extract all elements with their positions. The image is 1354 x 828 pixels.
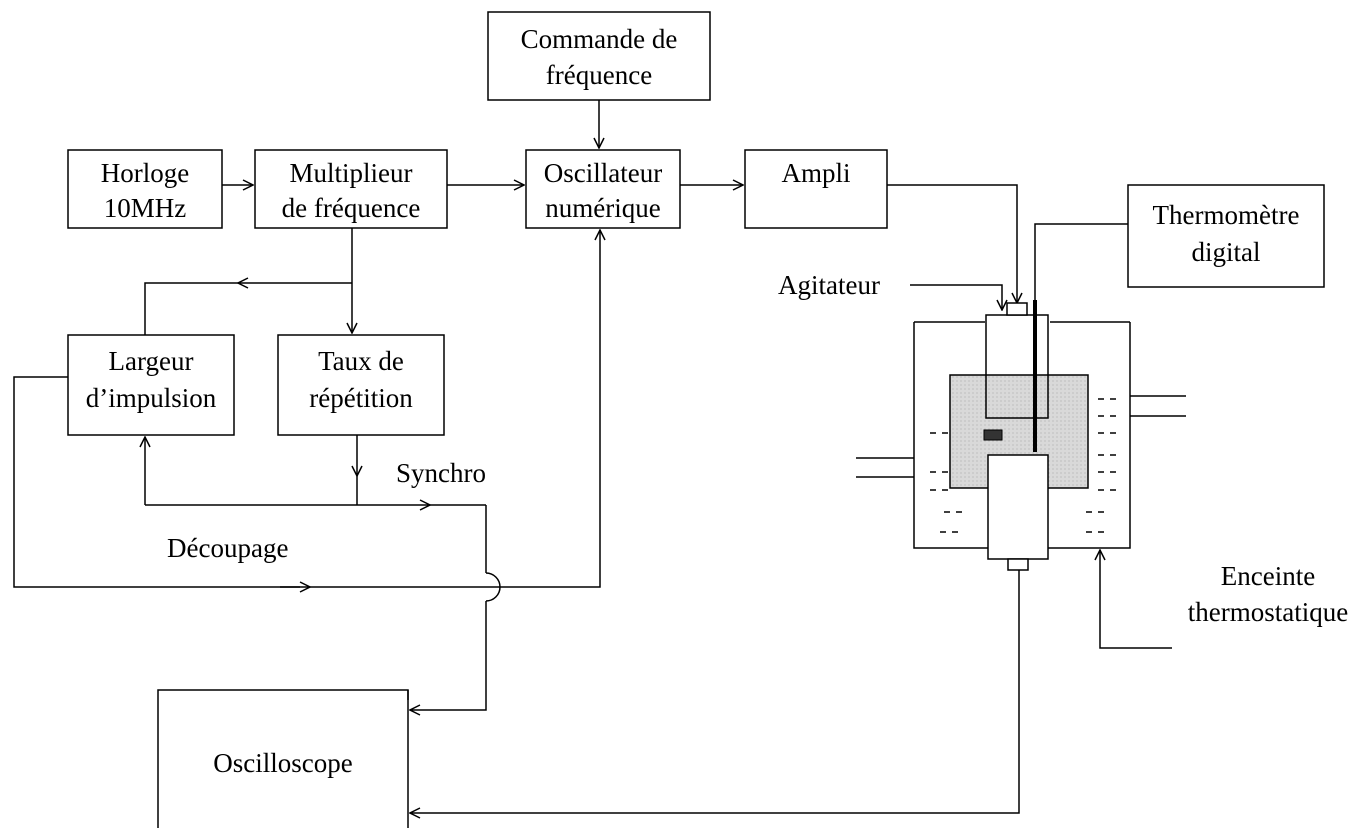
thermometre-label-line1: Thermomètre bbox=[1153, 200, 1300, 230]
synchro-to-oscilloscope-arrow bbox=[410, 601, 487, 710]
oscillateur-label-line1: Oscillateur bbox=[544, 158, 662, 188]
multiplieur-block: Multiplieur de fréquence bbox=[254, 149, 448, 229]
taux-repetition-block: Taux de répétition bbox=[277, 334, 445, 436]
oscillateur-label-line2: numérique bbox=[545, 193, 660, 223]
agitateur-label: Agitateur bbox=[778, 270, 880, 300]
cell-to-oscilloscope-arrow bbox=[410, 570, 1020, 813]
largeur-impulsion-block: Largeur d’impulsion bbox=[67, 334, 235, 436]
enceinte-label-line2: thermostatique bbox=[1188, 597, 1348, 627]
commande-frequence-block: Commande de fréquence bbox=[487, 11, 711, 101]
multiplieur-to-largeur-wire bbox=[144, 282, 240, 335]
decoupage-label: Découpage bbox=[167, 533, 288, 563]
enceinte-arrow bbox=[1100, 550, 1172, 649]
synchro-label: Synchro bbox=[396, 458, 486, 488]
oscillateur-block: Oscillateur numérique bbox=[525, 149, 681, 229]
largeur-label-line1: Largeur bbox=[109, 346, 194, 376]
commande-label-line1: Commande de bbox=[521, 24, 678, 54]
thermometre-label-line2: digital bbox=[1192, 237, 1261, 267]
decoupage-wire bbox=[13, 376, 300, 588]
taux-label-line1: Taux de bbox=[318, 346, 404, 376]
horloge-block: Horloge 10MHz bbox=[67, 149, 223, 229]
liquid-level-dashes bbox=[930, 398, 1116, 533]
horloge-label-line2: 10MHz bbox=[104, 193, 187, 223]
multiplieur-label-line1: Multiplieur bbox=[290, 158, 413, 188]
sample-cell bbox=[949, 300, 1089, 571]
enceinte-label-line1: Enceinte bbox=[1221, 561, 1315, 591]
taux-label-line2: répétition bbox=[309, 383, 413, 413]
thermometre-block: Thermomètre digital bbox=[1127, 184, 1325, 288]
largeur-label-line2: d’impulsion bbox=[86, 383, 217, 413]
horloge-label-line1: Horloge bbox=[101, 158, 189, 188]
agitateur-arrow bbox=[910, 284, 1002, 310]
commande-label-line2: fréquence bbox=[546, 60, 652, 90]
ampli-to-cell-wire bbox=[887, 184, 1017, 303]
ampli-label: Ampli bbox=[781, 158, 850, 188]
ampli-block: Ampli bbox=[744, 149, 888, 229]
oscilloscope-label: Oscilloscope bbox=[213, 748, 352, 778]
multiplieur-label-line2: de fréquence bbox=[282, 193, 421, 223]
decoupage-to-oscillateur-arrow bbox=[310, 230, 600, 588]
thermometre-wire bbox=[1034, 223, 1128, 318]
oscilloscope-block: Oscilloscope bbox=[157, 689, 409, 828]
